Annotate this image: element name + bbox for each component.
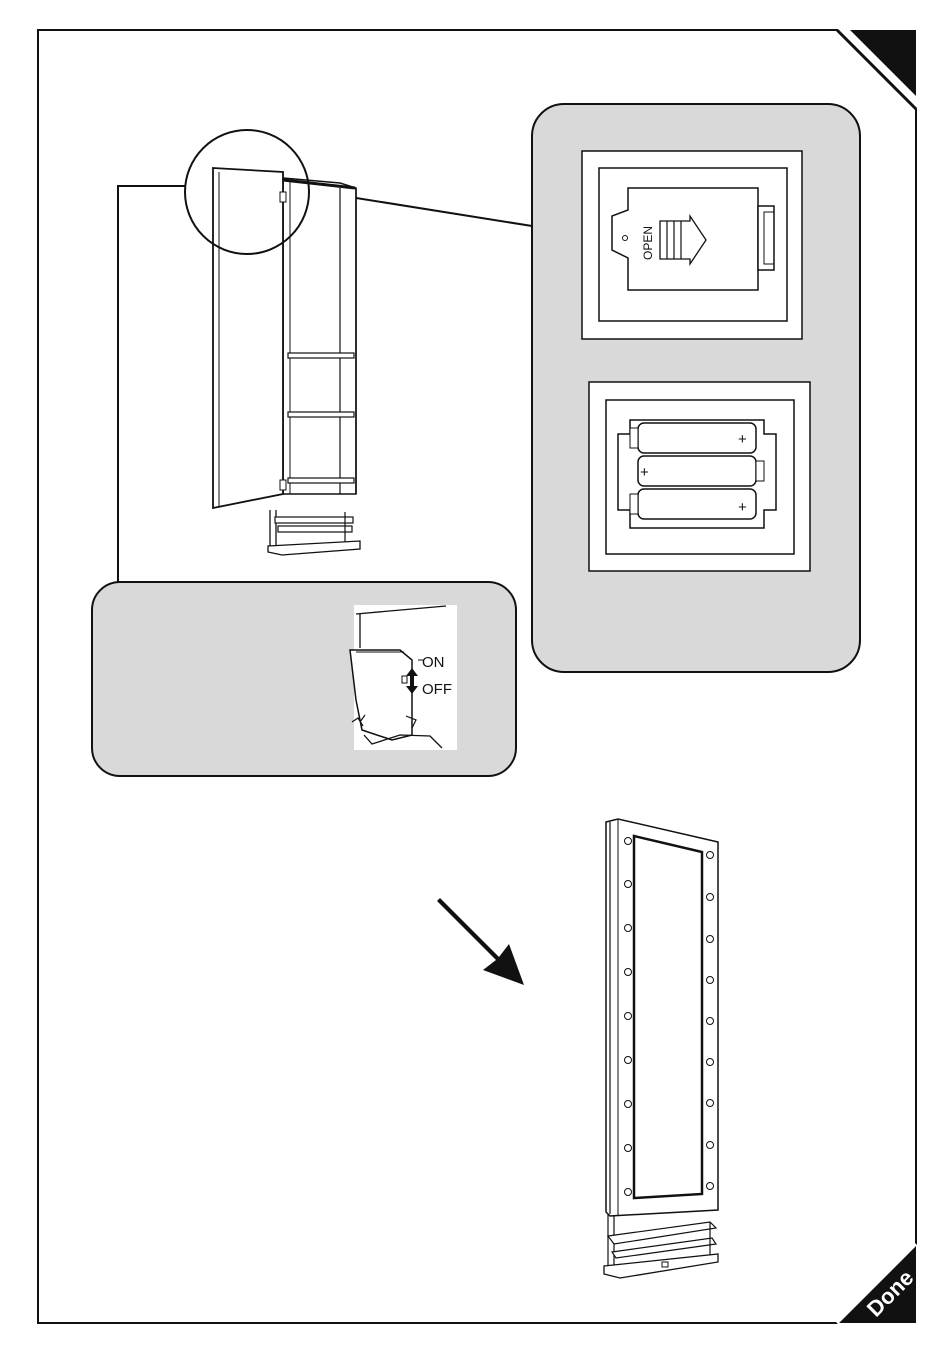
mirror-glass <box>634 836 702 1198</box>
battery-tray-illustration: + + + <box>589 382 810 571</box>
battery-plus-sign: + <box>738 499 747 516</box>
direction-arrow-icon <box>428 898 524 985</box>
mirror-cabinet-open-illustration <box>213 168 360 555</box>
corner-tab-top <box>850 30 916 96</box>
switch-on-label: ON <box>422 654 445 671</box>
mirror-cabinet-closed-illustration <box>604 819 718 1278</box>
battery-plus-sign: + <box>640 464 649 481</box>
battery-cell <box>638 456 756 486</box>
battery-cover-illustration: OPEN <box>582 151 802 339</box>
open-label: OPEN <box>641 226 655 260</box>
switch-leader-line <box>118 186 186 582</box>
power-switch-illustration: ON OFF <box>350 605 457 750</box>
done-badge: Done <box>837 1244 918 1323</box>
switch-off-label: OFF <box>422 681 452 698</box>
battery-plus-sign: + <box>738 431 747 448</box>
